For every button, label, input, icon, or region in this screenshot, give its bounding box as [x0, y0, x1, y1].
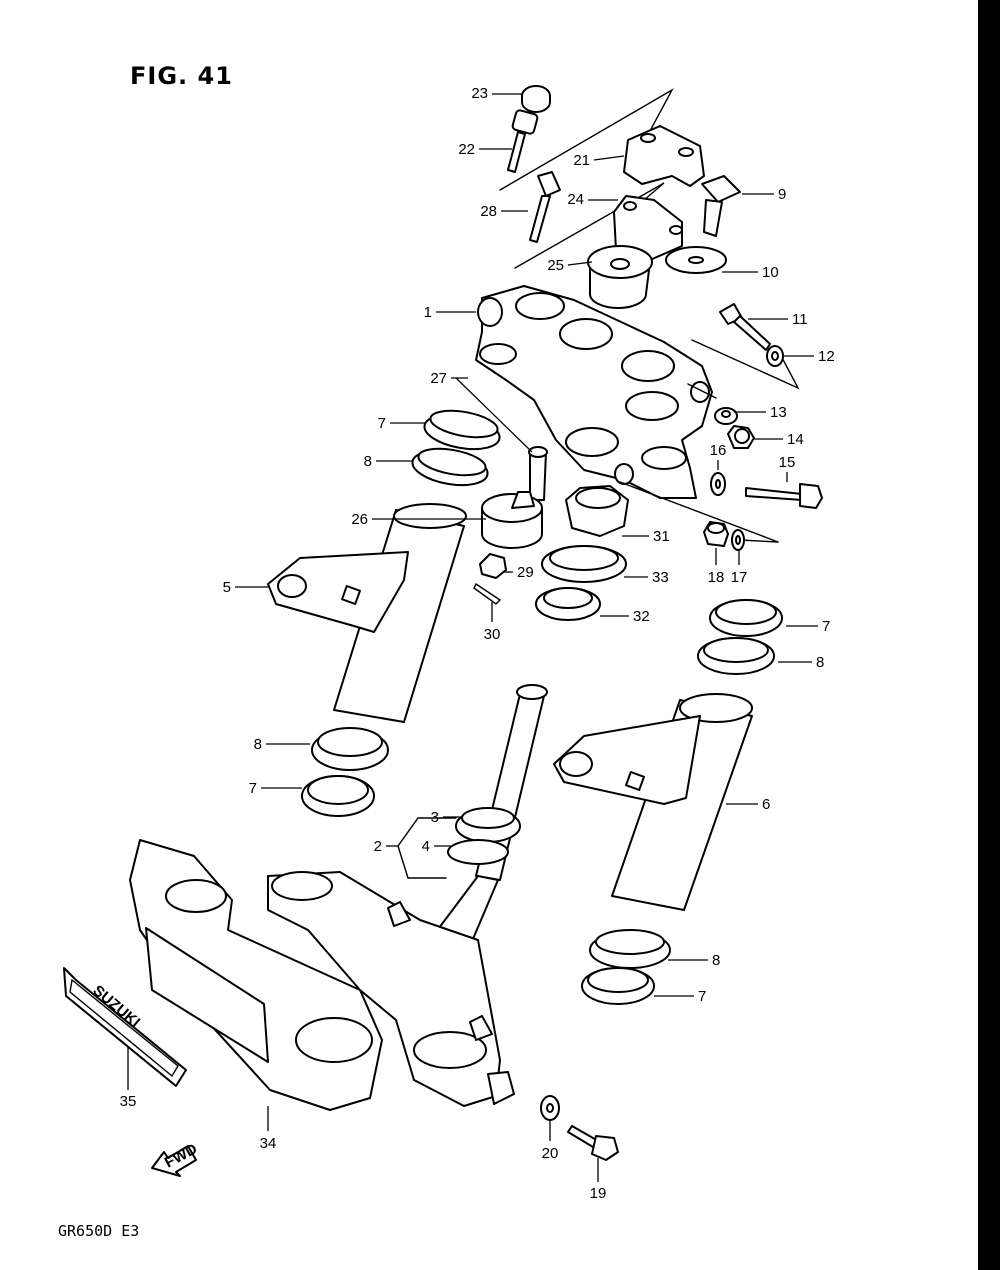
part-8-ring-lower-right: [589, 929, 671, 969]
part-34-lower-bracket: [129, 839, 515, 1111]
callout-label-c32: 32: [633, 608, 650, 625]
callout-label-c11: 11: [792, 311, 808, 328]
part-12-washer: [766, 345, 784, 367]
part-2-group-bracket: [397, 817, 457, 847]
callout-label-c7c: 7: [249, 780, 257, 797]
callout-label-c21: 21: [573, 152, 590, 169]
callout-label-c16: 16: [710, 442, 727, 459]
part-7-ring-upper-right: [709, 599, 783, 637]
part-4-seal: [447, 839, 509, 865]
callout-label-c34: 34: [260, 1135, 277, 1152]
callout-label-c25: 25: [547, 257, 564, 274]
part-5-left-fork-cover: [267, 503, 467, 723]
part-16-washer: [710, 472, 726, 496]
callout-label-c35: 35: [120, 1093, 137, 1110]
part-8-ring-upper-right: [697, 637, 775, 675]
part-2-group-bracket-lower: [397, 845, 447, 879]
part-1-upper-bracket: [475, 285, 713, 499]
callout-label-c30: 30: [484, 626, 501, 643]
part-8-ring-upper-left: [411, 447, 489, 487]
part-31-stem-nut: [565, 485, 629, 537]
part-6-right-fork-cover: [553, 693, 753, 911]
callout-label-c12: 12: [818, 348, 835, 365]
part-25-cushion: [587, 245, 653, 309]
part-18-cap-nut: [703, 521, 729, 547]
part-21-upper-clamp: [623, 125, 705, 187]
callout-label-c24: 24: [567, 191, 584, 208]
part-7-ring-lower-right: [581, 967, 655, 1005]
callout-label-c33: 33: [652, 569, 669, 586]
callout-label-c28: 28: [480, 203, 497, 220]
callout-label-c8a: 8: [364, 453, 372, 470]
callout-label-c17: 17: [731, 569, 748, 586]
fwd-arrow-icon: FWD: [151, 1140, 200, 1177]
part-28-bolt: [529, 171, 561, 243]
callout-label-c22: 22: [458, 141, 475, 158]
part-20-washer: [540, 1095, 560, 1121]
figure-title: FIG. 41: [130, 62, 233, 90]
callout-label-c19: 19: [590, 1185, 607, 1202]
callout-label-c5: 5: [223, 579, 231, 596]
part-19-bolt: [567, 1125, 619, 1161]
callout-label-c31: 31: [653, 528, 670, 545]
callout-label-c29: 29: [517, 564, 534, 581]
callout-label-c13: 13: [770, 404, 787, 421]
part-17-washer: [731, 529, 745, 551]
callout-label-c7a: 7: [378, 415, 386, 432]
callout-label-c9: 9: [778, 186, 786, 203]
part-14-cap-nut: [727, 425, 755, 449]
part-3-bearing: [455, 807, 521, 843]
part-8-ring-lower-left: [311, 727, 389, 771]
part-27-pin: [455, 377, 548, 501]
fastener-guide-lines: [619, 339, 800, 543]
callout-label-c6: 6: [762, 796, 770, 813]
part-15-bolt: [745, 483, 823, 509]
callout-label-c7d: 7: [698, 988, 706, 1005]
page-edge-strip: [978, 0, 1000, 1270]
callout-label-c15: 15: [779, 454, 796, 471]
model-code: GR650D E3: [58, 1222, 140, 1240]
callout-label-c20: 20: [542, 1145, 559, 1162]
callout-label-c18: 18: [708, 569, 725, 586]
part-13-nut: [714, 407, 738, 425]
callout-label-c8c: 8: [254, 736, 262, 753]
callout-label-c3: 3: [431, 809, 439, 826]
part-23-cap: [521, 85, 551, 113]
leader-line-c25: [567, 261, 593, 266]
callout-label-c23: 23: [471, 85, 488, 102]
leader-line-c21: [593, 155, 625, 161]
part-33-bearing: [541, 545, 627, 583]
part-7-ring-upper-left: [423, 409, 501, 451]
part-29-nut: [479, 553, 507, 579]
part-9-bolt: [701, 175, 741, 237]
part-26-damper: [481, 491, 543, 549]
part-10-washer: [665, 246, 727, 274]
part-32-bearing-race: [535, 587, 601, 621]
part-11-bolt: [719, 303, 771, 351]
callout-label-c14: 14: [787, 431, 804, 448]
callout-label-c27: 27: [430, 370, 447, 387]
part-22-bolt: [507, 109, 539, 173]
callout-label-c26: 26: [351, 511, 368, 528]
callout-label-c8b: 8: [816, 654, 824, 671]
part-30-cotter-pin: [473, 582, 502, 605]
callout-label-c7b: 7: [822, 618, 830, 635]
callout-label-c8d: 8: [712, 952, 720, 969]
callout-label-c10: 10: [762, 264, 779, 281]
callout-label-c1: 1: [424, 304, 432, 321]
callout-label-c4: 4: [422, 838, 430, 855]
part-7-ring-lower-left: [301, 775, 375, 817]
callout-label-c2: 2: [374, 838, 382, 855]
